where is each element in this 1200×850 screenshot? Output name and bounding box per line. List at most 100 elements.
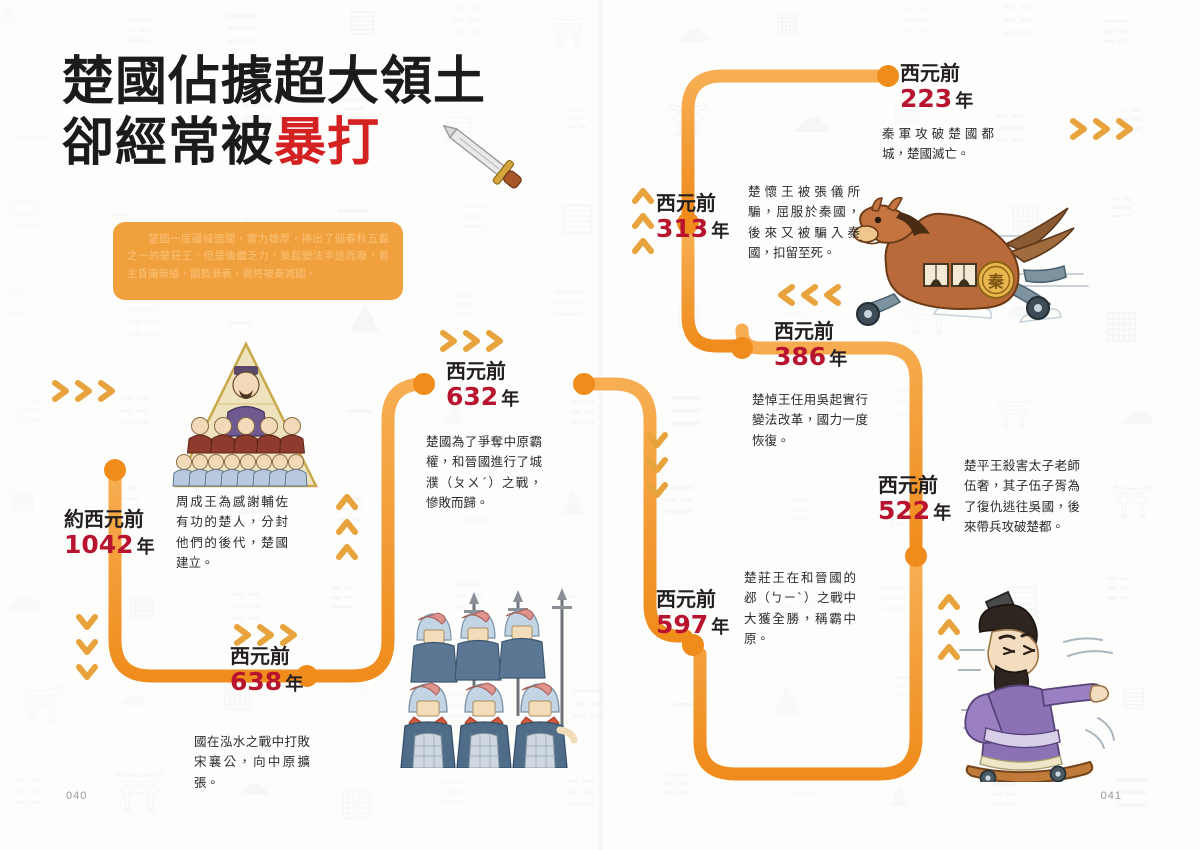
watermark-glyph: ⚊ xyxy=(788,764,820,804)
watermark-glyph: ☵ xyxy=(1110,194,1134,224)
intro-summary-card: 楚國一度疆域遼闊，實力雄厚，捧出了個春秋五霸之一的楚莊王，但是後繼乏力，吳起變法… xyxy=(113,222,403,300)
watermark-glyph: ☶ xyxy=(125,300,161,346)
watermark-glyph: ☷ xyxy=(449,0,484,43)
watermark-glyph: ☵ xyxy=(993,107,1028,151)
watermark-glyph: ⛩ xyxy=(19,683,66,726)
armored-spearmen-formation-illustration xyxy=(400,588,578,768)
timeline-year-suffix-632: 年 xyxy=(501,389,520,410)
timeline-year-value-638: 638 xyxy=(230,667,283,696)
watermark-glyph: ▲ xyxy=(0,0,19,27)
watermark-glyph: ☵ xyxy=(439,776,466,811)
watermark-glyph: ⚊ xyxy=(226,296,254,332)
timeline-desc-597: 楚莊王在和晉國的邲（ㄅㄧˋ）之戰中大獲全勝，稱霸中原。 xyxy=(744,570,856,646)
watermark-glyph: ☰ xyxy=(458,198,487,236)
watermark-glyph: ☳ xyxy=(1,285,31,324)
timeline-year-value-597: 597 xyxy=(656,610,709,639)
chevron-up-icon-group-a xyxy=(334,492,360,564)
timeline-year-suffix-597: 年 xyxy=(711,617,730,638)
timeline-era-label-638: 西元前 xyxy=(230,644,290,668)
watermark-glyph: ☵ xyxy=(345,672,369,702)
timeline-desc-522: 楚平王殺害太子老師伍奢，其子伍子胥為了復仇逃往吳國，後來帶兵攻破楚都。 xyxy=(964,458,1080,534)
timeline-desc-223: 秦軍攻破楚國都城，楚國滅亡。 xyxy=(882,126,994,162)
timeline-desc-313: 楚懷王被張儀所騙，屈服於秦國，後來又被騙入秦國，扣留至死。 xyxy=(748,184,860,260)
watermark-glyph: ☰ xyxy=(552,284,585,325)
qin-wheeled-horse-illustration: 秦 xyxy=(853,196,1089,326)
chevron-up-icon-group-c xyxy=(936,592,962,664)
timeline-desc-632: 楚國為了爭奪中原霸權，和晉國進行了城濮（ㄆㄨˊ）之戰，慘敗而歸。 xyxy=(426,434,542,510)
chevron-right-icon-group-d xyxy=(1068,116,1142,142)
timeline-year-value-522: 522 xyxy=(878,496,931,525)
watermark-glyph: ☁ xyxy=(3,574,43,620)
timeline-year-value-1042: 1042 xyxy=(64,530,134,559)
chevron-down-icon-group-a xyxy=(74,612,100,684)
watermark-glyph: ⛩ xyxy=(667,100,709,139)
watermark-glyph: ☷ xyxy=(566,105,590,135)
watermark-glyph: ⚊ xyxy=(15,105,50,150)
timeline-era-label-386: 西元前 xyxy=(774,319,834,343)
watermark-glyph: ☲ xyxy=(990,775,1020,814)
timeline-year-value-223: 223 xyxy=(900,84,953,113)
watermark-glyph: ☲ xyxy=(568,393,598,432)
watermark-glyph: ☁ xyxy=(1119,392,1155,433)
chevron-up-icon-group-b xyxy=(630,186,656,258)
watermark-glyph: ⚊ xyxy=(343,382,375,422)
timeline-desc-638: 國在泓水之戰中打敗宋襄公，向中原擴張。 xyxy=(194,734,310,790)
watermark-glyph: ▦ xyxy=(10,485,36,516)
watermark-glyph: ☰ xyxy=(786,494,812,527)
page-title-line-2-plain: 卻經常被 xyxy=(62,113,275,174)
sword-icon xyxy=(442,124,522,189)
watermark-glyph: ▤ xyxy=(348,3,378,39)
watermark-glyph: ☳ xyxy=(1000,0,1037,45)
watermark-glyph: ▦ xyxy=(1103,302,1140,347)
watermark-glyph: ▲ xyxy=(772,674,802,718)
page-title-highlight: 暴打 xyxy=(274,113,381,174)
page-number-left: 040 xyxy=(66,790,88,802)
watermark-glyph: ▦ xyxy=(338,780,375,825)
watermark-glyph: ⛩ xyxy=(550,14,587,48)
page-title: 楚國佔據超大領土 卻經常被暴打 xyxy=(62,52,486,175)
page-title-line-2: 卻經常被暴打 xyxy=(62,113,486,174)
watermark-glyph: ☲ xyxy=(123,11,153,50)
timeline-era-label-597: 西元前 xyxy=(656,587,716,611)
book-spine-shadow xyxy=(598,0,604,850)
timeline-year-suffix-638: 年 xyxy=(285,674,304,695)
watermark-glyph: ☶ xyxy=(1101,13,1130,51)
timeline-era-label-313: 西元前 xyxy=(656,191,716,215)
watermark-glyph: ▦ xyxy=(127,589,157,625)
watermark-glyph: ☁ xyxy=(120,679,148,712)
watermark-glyph: ☲ xyxy=(896,670,922,704)
page-title-line-1: 楚國佔據超大領土 xyxy=(62,52,487,112)
watermark-glyph: ☶ xyxy=(664,768,690,801)
timeline-year-value-386: 386 xyxy=(774,342,827,371)
timeline-era-label-522: 西元前 xyxy=(878,473,938,497)
intro-summary-text: 楚國一度疆域遼闊，實力雄厚，捧出了個春秋五霸之一的楚莊王，但是後繼乏力，吳起變法… xyxy=(127,233,389,280)
watermark-glyph: ☵ xyxy=(228,585,263,629)
watermark-glyph: ☰ xyxy=(224,7,260,53)
chevron-down-icon-group-b xyxy=(644,430,670,502)
timeline-year-suffix-223: 年 xyxy=(955,91,974,112)
watermark-glyph: ⛩ xyxy=(1112,482,1154,521)
timeline-year-value-313: 313 xyxy=(656,214,709,243)
watermark-glyph: ▲ xyxy=(350,292,380,336)
feudal-hierarchy-pyramid-illustration xyxy=(172,341,319,488)
watermark-glyph: ⛩ xyxy=(113,768,166,816)
watermark-glyph: ☷ xyxy=(12,773,43,813)
watermark-glyph: ▲ xyxy=(889,780,909,810)
watermark-glyph: ☵ xyxy=(899,2,930,42)
chevron-right-icon-group-a xyxy=(50,378,124,404)
